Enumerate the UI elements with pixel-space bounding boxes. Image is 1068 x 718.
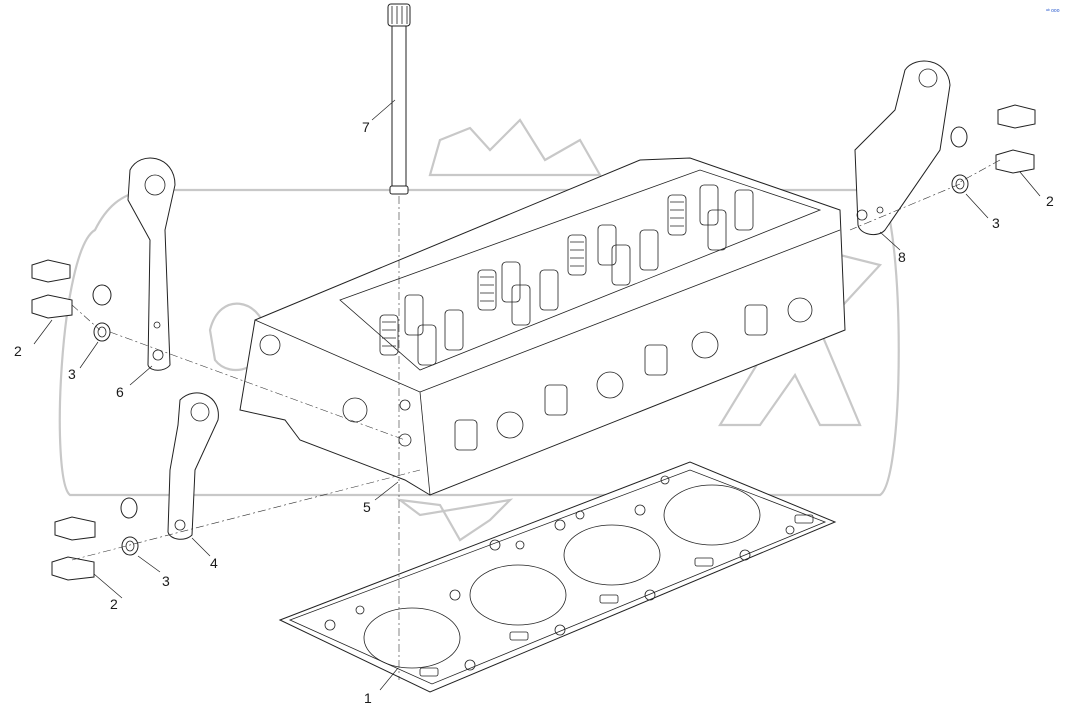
- callout-1: 1: [364, 690, 372, 706]
- callout-3-left-lower: 3: [162, 573, 170, 589]
- head-gasket: [278, 461, 837, 693]
- callout-8: 8: [898, 249, 906, 265]
- lifting-eye-left: [127, 157, 176, 371]
- lifting-eye-lower: [167, 392, 219, 540]
- callout-2-left-upper: 2: [14, 343, 22, 359]
- lifting-eye-right: [854, 60, 951, 236]
- assembly-axes: [71, 159, 1001, 680]
- callout-3-right: 3: [992, 215, 1000, 231]
- callouts: 1 2 2 2 3 3 3 4 5 6 7 8: [14, 119, 1054, 706]
- callout-6: 6: [116, 384, 124, 400]
- callout-4: 4: [210, 555, 218, 571]
- callout-2-left-lower: 2: [110, 596, 118, 612]
- callout-2-right: 2: [1046, 193, 1054, 209]
- leader-lines: [33, 99, 1041, 691]
- stud-bolt: [387, 3, 411, 195]
- cylinder-head: [239, 157, 846, 496]
- bolts-and-washers: [31, 104, 1036, 581]
- callout-7: 7: [362, 119, 370, 135]
- callout-3-left-upper: 3: [68, 366, 76, 382]
- callout-5: 5: [363, 499, 371, 515]
- corner-mark: ᵃᵇ ooo: [1046, 8, 1060, 14]
